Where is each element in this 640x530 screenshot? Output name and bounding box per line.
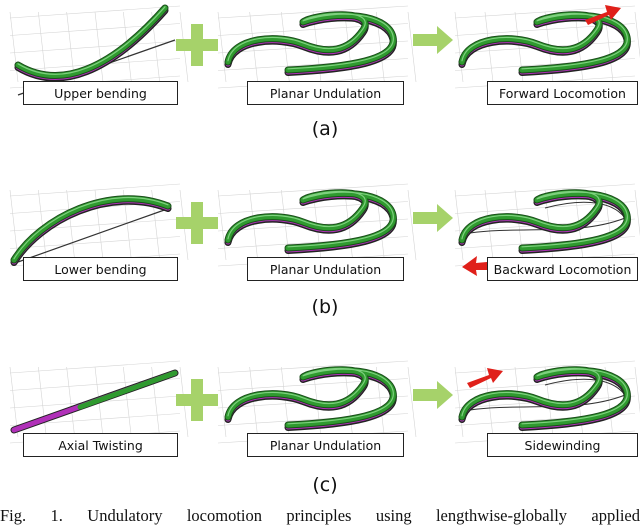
forward-arrow-icon xyxy=(585,5,621,25)
label-lower-bending: Lower bending xyxy=(23,257,178,281)
caption-a: (a) xyxy=(311,118,339,140)
result-arrow-icon-2 xyxy=(413,381,453,409)
label-planar-undulation-a: Planar Undulation xyxy=(247,81,404,105)
twisted-rod-icon xyxy=(10,369,179,434)
caption-b: (b) xyxy=(311,296,339,318)
sidewinding-arrow-icon xyxy=(467,368,503,388)
lower-bend-rod-icon xyxy=(10,195,172,266)
label-planar-undulation-b: Planar Undulation xyxy=(247,257,404,281)
backward-arrow-icon xyxy=(462,256,498,276)
result-arrow-icon-0 xyxy=(413,26,453,54)
plus-icon-1 xyxy=(176,202,218,244)
undulation-rod-icon-2 xyxy=(224,366,397,431)
label-upper-bending: Upper bending xyxy=(23,81,178,105)
label-backward-locomotion: Backward Locomotion xyxy=(487,257,638,281)
plus-icon-2 xyxy=(176,379,218,421)
result-rod-icon-0 xyxy=(458,11,631,76)
undulation-rod-icon-1 xyxy=(224,189,397,254)
result-rod-icon-2 xyxy=(458,366,631,431)
label-axial-twisting: Axial Twisting xyxy=(23,433,178,457)
figure-caption: Fig. 1. Undulatory locomotion principles… xyxy=(0,507,640,525)
upper-bend-rod-icon xyxy=(14,4,176,96)
label-forward-locomotion: Forward Locomotion xyxy=(487,81,638,105)
label-sidewinding: Sidewinding xyxy=(487,433,638,457)
result-rod-icon-1 xyxy=(458,189,631,254)
result-arrow-icon-1 xyxy=(413,204,453,232)
undulation-rod-icon-0 xyxy=(224,11,397,76)
label-planar-undulation-c: Planar Undulation xyxy=(247,433,404,457)
plus-icon-0 xyxy=(176,24,218,66)
caption-c: (c) xyxy=(312,474,338,496)
grid-left-1 xyxy=(9,183,189,267)
